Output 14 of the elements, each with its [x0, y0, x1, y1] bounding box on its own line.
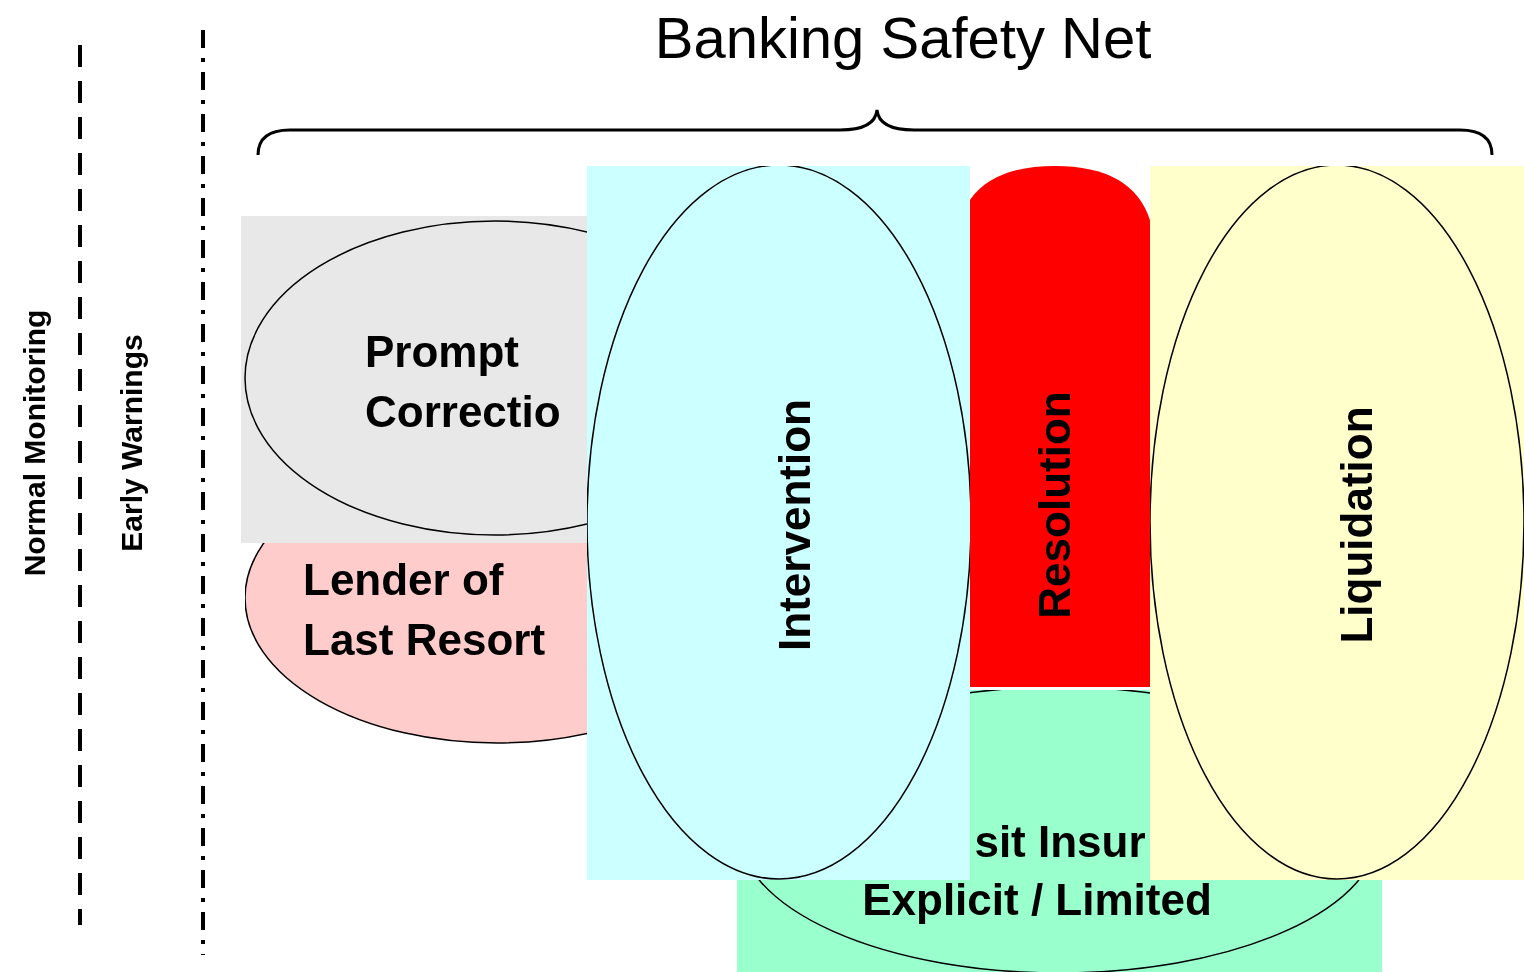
- node-label: Lender of Last Resort: [303, 554, 547, 666]
- shaded-ellipse-panel: [241, 216, 587, 543]
- axis-label: Normal Monitoring: [20, 309, 50, 577]
- node-label: sit Insur: [974, 816, 1146, 868]
- axis-label: Early Warnings: [117, 334, 147, 552]
- shaded-ellipse-panel: [587, 166, 970, 880]
- diagram-title: Banking Safety Net: [654, 4, 1152, 72]
- node-label: Prompt Correctio: [365, 326, 562, 438]
- dome-shape: [970, 166, 1150, 687]
- node-label: Explicit / Limited: [862, 874, 1212, 926]
- node-label: Liquidation: [1331, 406, 1382, 644]
- shaded-ellipse-panel: [1150, 166, 1524, 880]
- node-label: Intervention: [769, 399, 820, 651]
- node-label: Resolution: [1029, 391, 1080, 619]
